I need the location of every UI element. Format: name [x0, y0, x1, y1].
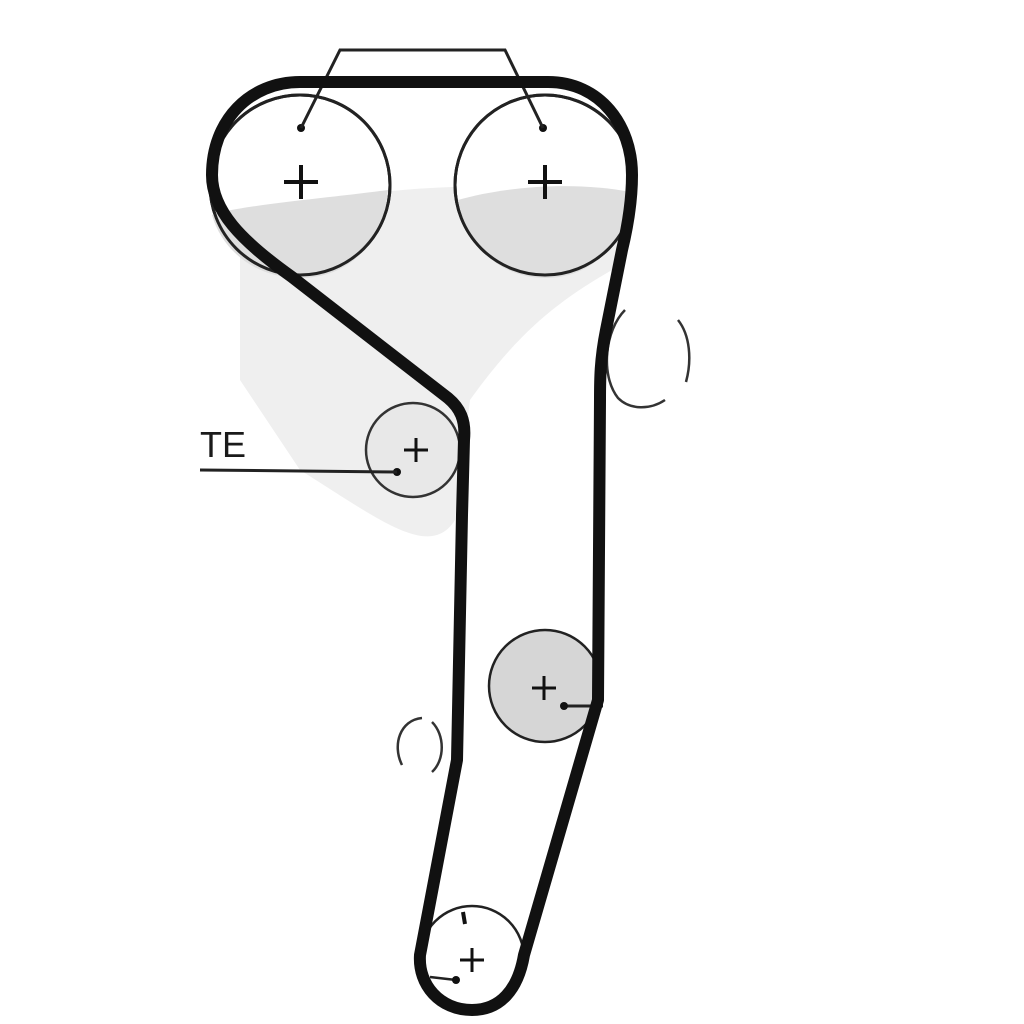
plus-icon	[404, 438, 428, 462]
small-side-arc	[396, 716, 443, 773]
plus-icon	[532, 676, 556, 700]
timing-belt	[206, 76, 638, 1016]
plus-icon	[528, 165, 562, 199]
plus-icon	[284, 165, 318, 199]
camshaft-bracket	[299, 48, 545, 129]
tensioner-leader-line	[199, 468, 398, 474]
tensioner-label: TE	[200, 424, 246, 465]
camshaft-left-pulley	[208, 93, 392, 278]
plus-icon	[460, 948, 484, 972]
idler-pulley	[487, 628, 603, 744]
tensioner-pulley	[364, 401, 462, 499]
water-pump-arc-right	[677, 319, 691, 383]
water-pump-arc	[605, 309, 666, 409]
camshaft-right-pulley	[453, 93, 637, 278]
